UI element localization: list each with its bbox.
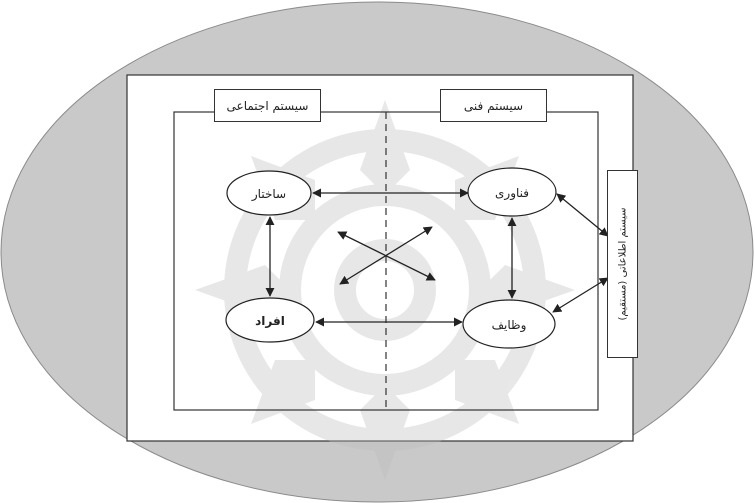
arrow-diagonal-2	[339, 226, 433, 285]
technical-system-box: سیستم فنی	[440, 89, 547, 122]
node-technology-label: فناوری	[495, 186, 529, 201]
social-system-box: سیستم اجتماعی	[214, 89, 321, 122]
node-structure-label: ساختار	[251, 187, 286, 202]
arrow-tasks-infosystem	[552, 277, 609, 313]
node-people	[225, 297, 315, 343]
node-structure	[226, 170, 312, 216]
node-people-label: افراد	[255, 314, 285, 328]
node-tasks	[462, 299, 556, 349]
node-tasks-label: وظایف	[492, 318, 527, 333]
info-system-box: سیستم اطلاعاتی (مستقیم)	[607, 170, 638, 358]
arrow-technology-infosystem	[556, 193, 609, 237]
info-system-label: سیستم اطلاعاتی (مستقیم)	[617, 207, 628, 321]
social-system-label: سیستم اجتماعی	[226, 98, 309, 113]
technical-system-label: سیستم فنی	[463, 98, 524, 113]
